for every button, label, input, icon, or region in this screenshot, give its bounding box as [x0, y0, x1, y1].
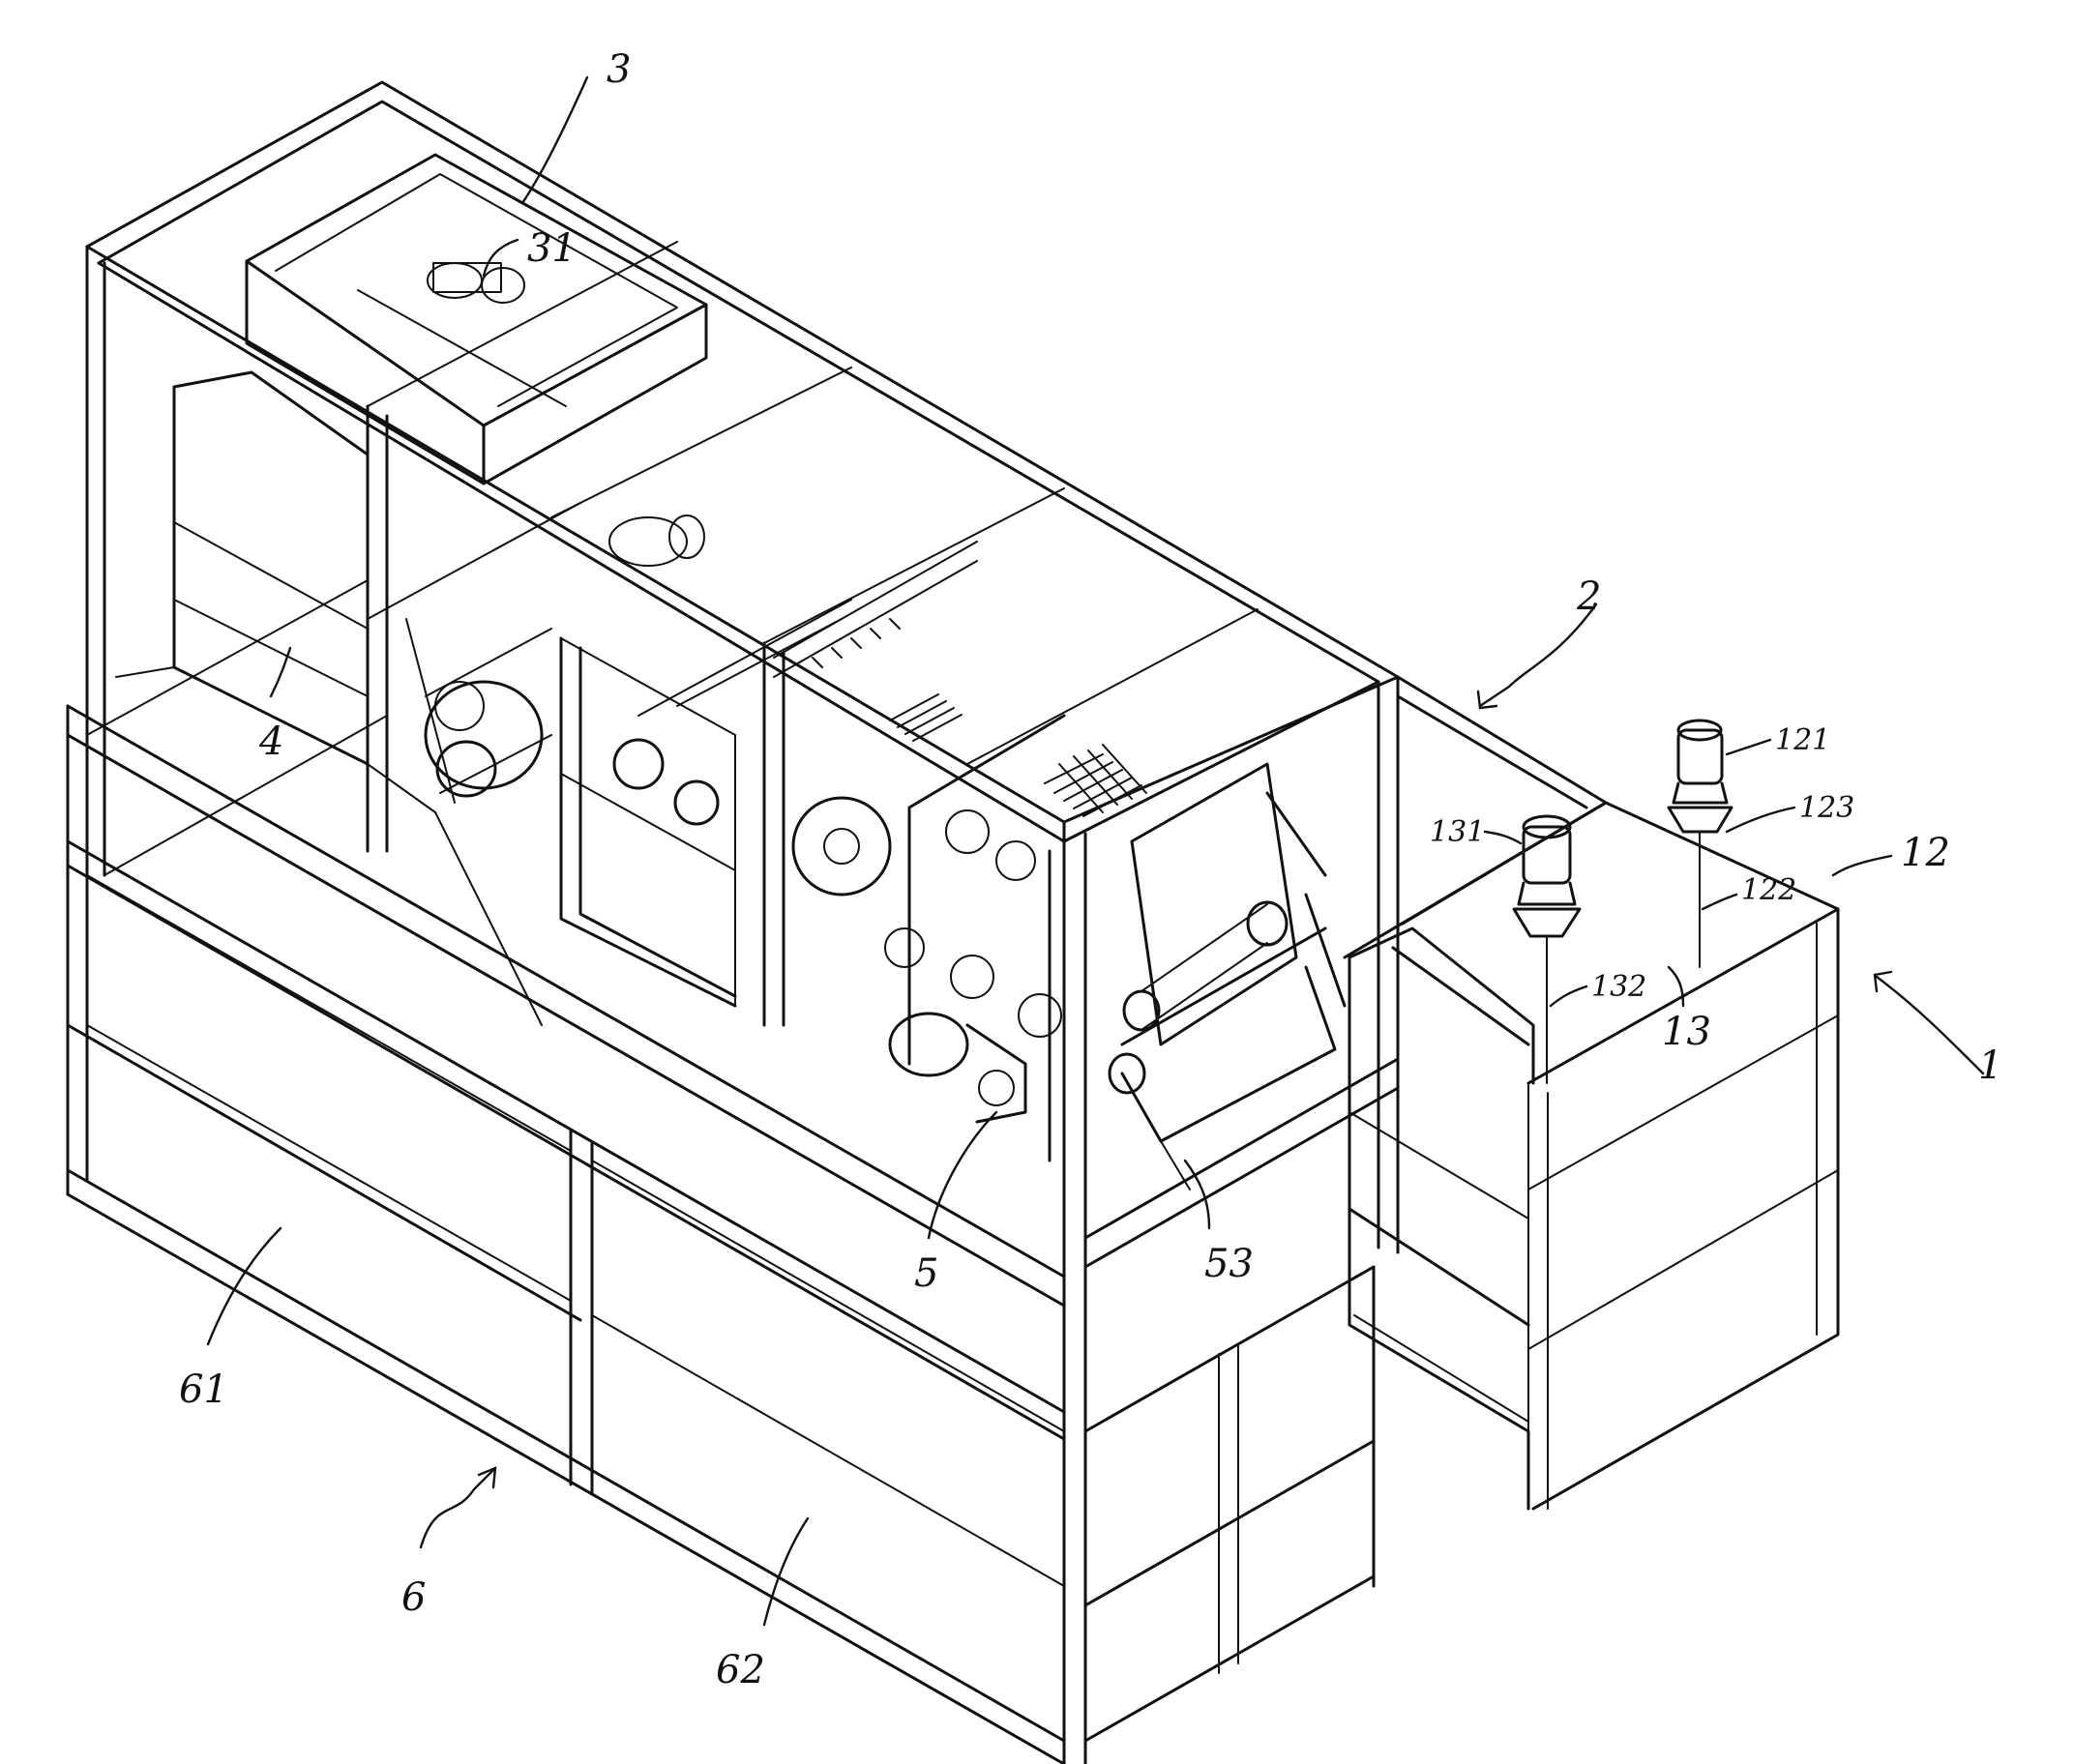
unit-4: [115, 370, 543, 1026]
arrowhead-2: [1476, 690, 1498, 710]
leader-lines: [206, 75, 1985, 1627]
label-31: 31: [527, 226, 577, 271]
leader-31: [482, 238, 519, 278]
label-3: 3: [607, 47, 631, 92]
leader-53: [1183, 1159, 1211, 1230]
leader-13: [1667, 965, 1685, 1008]
label-121: 121: [1775, 723, 1830, 757]
label-132: 132: [1591, 970, 1646, 1004]
leader-3: [520, 75, 589, 205]
label-122: 122: [1741, 873, 1796, 907]
reference-labels: 3 31 4 5 53 61 62 6 2 1 12 121 123 122 1…: [179, 47, 2002, 1692]
label-13: 13: [1662, 1010, 1711, 1054]
leader-2: [1478, 603, 1598, 708]
motor-31: [427, 262, 525, 304]
leader-12: [1831, 854, 1893, 877]
leader-5: [927, 1110, 998, 1240]
leader-132: [1549, 985, 1588, 1008]
leader-62: [762, 1516, 810, 1627]
leader-121: [1725, 738, 1772, 756]
label-4: 4: [258, 720, 283, 764]
leader-61: [206, 1226, 282, 1346]
label-62: 62: [716, 1648, 765, 1692]
arrowhead-1: [1873, 970, 1893, 993]
leader-131: [1483, 830, 1523, 845]
unit-5-machinery: [424, 514, 1347, 1191]
label-1: 1: [1978, 1044, 2002, 1088]
mixer-131: [1512, 814, 1582, 1084]
tank-3: [245, 153, 708, 485]
leader-6: [419, 1468, 495, 1549]
label-123: 123: [1799, 791, 1854, 825]
label-131: 131: [1430, 815, 1485, 849]
leader-122: [1701, 893, 1738, 911]
label-6: 6: [401, 1575, 426, 1620]
leader-123: [1725, 806, 1796, 834]
arrowhead-6: [477, 1466, 497, 1489]
label-53: 53: [1204, 1242, 1254, 1286]
label-12: 12: [1901, 831, 1950, 875]
mesh-screen: [812, 618, 1147, 817]
unit-1: [1348, 719, 1840, 1511]
mixer-121: [1667, 719, 1733, 968]
label-2: 2: [1576, 574, 1601, 619]
label-5: 5: [914, 1251, 938, 1296]
leader-1: [1875, 975, 1985, 1075]
leader-4: [269, 646, 292, 698]
main-frame: [66, 80, 1400, 1764]
label-61: 61: [179, 1367, 228, 1412]
unit-6-tanks: [86, 874, 1065, 1587]
